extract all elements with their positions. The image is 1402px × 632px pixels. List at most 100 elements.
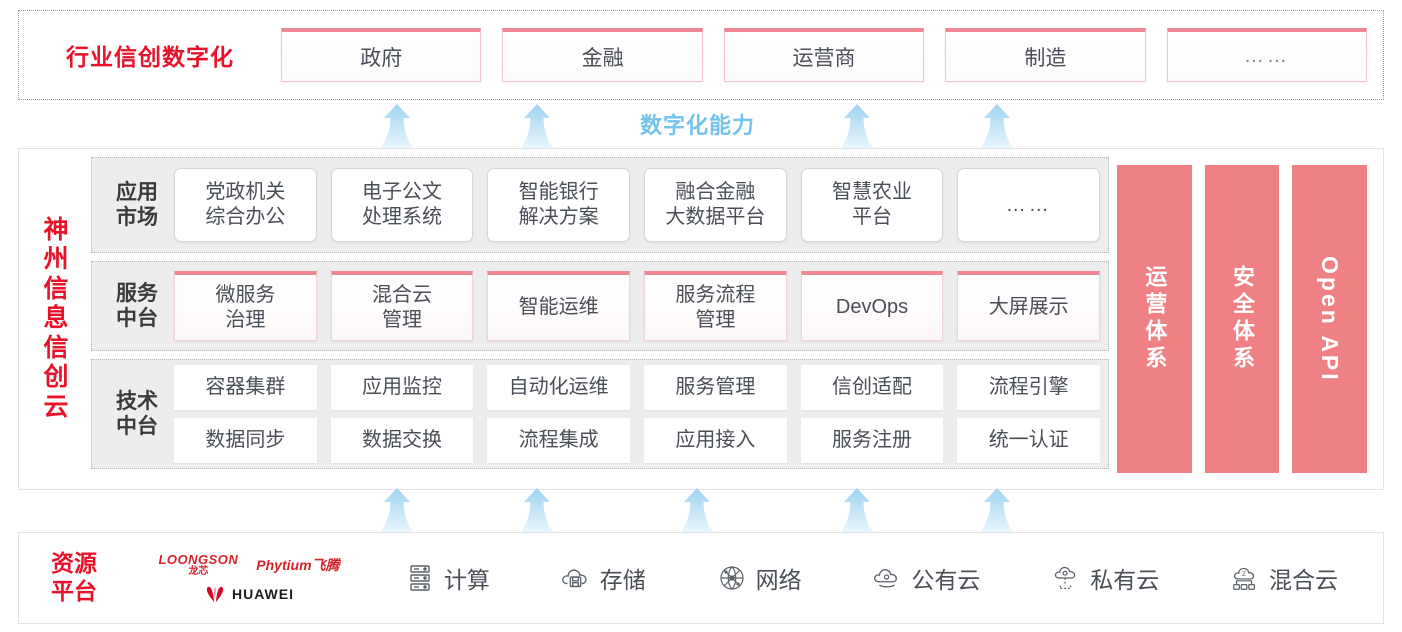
resource-platform-title: 资源平台	[19, 550, 129, 605]
svc-cell[interactable]: DevOps	[800, 271, 944, 341]
industry-card-label: 制造	[1024, 46, 1067, 70]
pillar-label: 安全体系	[1230, 265, 1255, 373]
huawei-wordmark: HUAWEI	[232, 586, 294, 602]
industry-card-2[interactable]: 金融	[502, 28, 703, 82]
resource-item-网络[interactable]: 网络	[716, 561, 802, 595]
tech-cell[interactable]: 流程引擎	[957, 365, 1101, 410]
resource-item-label: 网络	[755, 567, 802, 593]
cloud-title-char-6: 创	[43, 363, 69, 392]
app-cell[interactable]: 融合金融大数据平台	[644, 168, 787, 242]
cloud-layer-rows: 应用市场党政机关综合办公电子公文处理系统智能银行解决方案融合金融大数据平台智慧农…	[91, 157, 1109, 481]
app-cell[interactable]: 党政机关综合办公	[174, 168, 317, 242]
svc-cell[interactable]: 混合云管理	[330, 271, 474, 341]
app-cell[interactable]: ……	[957, 168, 1101, 242]
tech-cell[interactable]: 服务管理	[644, 365, 787, 410]
app-cell-row: 党政机关综合办公电子公文处理系统智能银行解决方案融合金融大数据平台智慧农业平台……	[174, 168, 1101, 242]
pillar-label: Open API	[1317, 255, 1344, 383]
capability-arrow-3	[840, 104, 874, 148]
resource-arrow-2	[520, 488, 554, 532]
tech-cell[interactable]: 服务注册	[800, 418, 944, 463]
resource-item-label: 混合云	[1269, 567, 1339, 593]
pillar-1[interactable]: 运营体系	[1117, 165, 1192, 473]
svc-cell[interactable]: 大屏展示	[957, 271, 1101, 341]
svc-cell[interactable]: 服务流程管理	[644, 271, 787, 341]
svc-cell[interactable]: 微服务治理	[174, 271, 317, 341]
industry-card-5[interactable]: ……	[1166, 28, 1368, 82]
tech-cell[interactable]: 应用监控	[330, 365, 474, 410]
cloud-platform-title: 神州信息信创云	[19, 149, 87, 489]
industry-card-3[interactable]: 运营商	[723, 28, 925, 82]
resource-item-计算[interactable]: 计算	[404, 561, 490, 595]
cloud-storage-icon	[560, 562, 592, 594]
tech-cell[interactable]: 应用接入	[644, 418, 787, 463]
cloud-platform-body: 应用市场党政机关综合办公电子公文处理系统智能银行解决方案融合金融大数据平台智慧农…	[87, 149, 1383, 489]
industry-card-label: 金融	[581, 46, 624, 70]
cloud-title-char-2: 州	[43, 245, 69, 274]
tech-cell[interactable]: 数据同步	[174, 418, 317, 463]
industry-card-label: 政府	[360, 46, 403, 70]
svc-cell[interactable]: 智能运维	[487, 271, 631, 341]
layer-label-line: 服务	[116, 281, 158, 305]
industry-band: 行业信创数字化 政府 金融 运营商 制造 ……	[18, 10, 1384, 100]
industry-card-4[interactable]: 制造	[945, 28, 1146, 82]
app-cell[interactable]: 电子公文处理系统	[330, 168, 474, 242]
resource-item-label: 存储	[599, 567, 646, 593]
hybrid-cloud-icon: Z	[1229, 562, 1261, 594]
tech-cell[interactable]: 自动化运维	[487, 365, 631, 410]
tech-cell[interactable]: 统一认证	[957, 418, 1101, 463]
cloud-title-char-5: 信	[43, 333, 69, 362]
pillar-2[interactable]: 安全体系	[1204, 165, 1280, 473]
tech-cell[interactable]: 容器集群	[174, 365, 317, 410]
layer-label-line: 技术	[116, 389, 158, 413]
layer-label-tech: 技术中台	[100, 389, 174, 439]
layer-row-tech: 技术中台容器集群应用监控自动化运维服务管理信创适配流程引擎数据同步数据交换流程集…	[91, 359, 1109, 469]
vendor-logo-row-bottom: HUAWEI	[204, 585, 294, 603]
resource-arrow-3	[680, 488, 714, 532]
tech-cell[interactable]: 流程集成	[487, 418, 631, 463]
cloud-title-char-3: 信	[43, 274, 69, 303]
resource-arrow-strip	[0, 484, 1402, 532]
resource-item-list: 计算 存储 网络 公有云 私有云 Z 混合云	[369, 561, 1383, 595]
resource-title-line: 资源	[51, 550, 97, 577]
huawei-flower-icon	[204, 585, 226, 603]
public-cloud-icon	[871, 562, 903, 594]
resource-platform-band: 资源平台 LOONGSON 龙芯 Phytium飞腾	[18, 532, 1384, 624]
industry-card-label: 运营商	[792, 46, 856, 70]
tech-cell[interactable]: 数据交换	[330, 418, 474, 463]
tech-cell-stack: 容器集群应用监控自动化运维服务管理信创适配流程引擎数据同步数据交换流程集成应用接…	[174, 365, 1101, 463]
resource-arrow-4	[840, 488, 874, 532]
layer-label-app: 应用市场	[100, 180, 174, 230]
industry-card-list: 政府 金融 运营商 制造 ……	[281, 28, 1383, 82]
layer-label-line: 市场	[116, 206, 158, 229]
industry-band-title: 行业信创数字化	[66, 44, 234, 70]
capability-arrow-1	[380, 104, 414, 148]
resource-item-私有云[interactable]: 私有云	[1050, 561, 1159, 595]
server-rack-icon	[404, 562, 436, 594]
resource-item-label: 计算	[443, 567, 490, 593]
industry-card-label: ……	[1243, 45, 1290, 67]
resource-item-混合云[interactable]: Z 混合云	[1229, 561, 1338, 595]
huawei-logo: HUAWEI	[204, 585, 294, 603]
resource-item-label: 公有云	[911, 567, 981, 593]
vendor-logo-row-top: LOONGSON 龙芯 Phytium飞腾	[158, 553, 339, 577]
app-cell[interactable]: 智能银行解决方案	[487, 168, 631, 242]
phytium-logo: Phytium飞腾	[256, 557, 340, 573]
pillar-label: 运营体系	[1142, 265, 1168, 373]
resource-item-存储[interactable]: 存储	[560, 561, 646, 595]
tech-cell-row-2: 数据同步数据交换流程集成应用接入服务注册统一认证	[174, 418, 1101, 463]
capability-arrow-4	[980, 104, 1014, 148]
svg-text:Z: Z	[1242, 571, 1246, 578]
private-cloud-icon	[1050, 562, 1082, 594]
app-cell[interactable]: 智慧农业平台	[800, 168, 944, 242]
network-nodes-icon	[716, 562, 748, 594]
layer-label-line: 中台	[116, 307, 158, 330]
pillar-3[interactable]: Open API	[1292, 165, 1368, 473]
industry-card-1[interactable]: 政府	[281, 28, 482, 82]
vendor-logo-group: LOONGSON 龙芯 Phytium飞腾 HUAWEI	[129, 553, 369, 603]
cross-cutting-pillars: 运营体系 安全体系 Open API	[1117, 157, 1373, 481]
capability-arrow-strip: 数字化能力	[0, 100, 1402, 148]
tech-cell[interactable]: 信创适配	[800, 365, 944, 410]
resource-item-公有云[interactable]: 公有云	[871, 561, 980, 595]
